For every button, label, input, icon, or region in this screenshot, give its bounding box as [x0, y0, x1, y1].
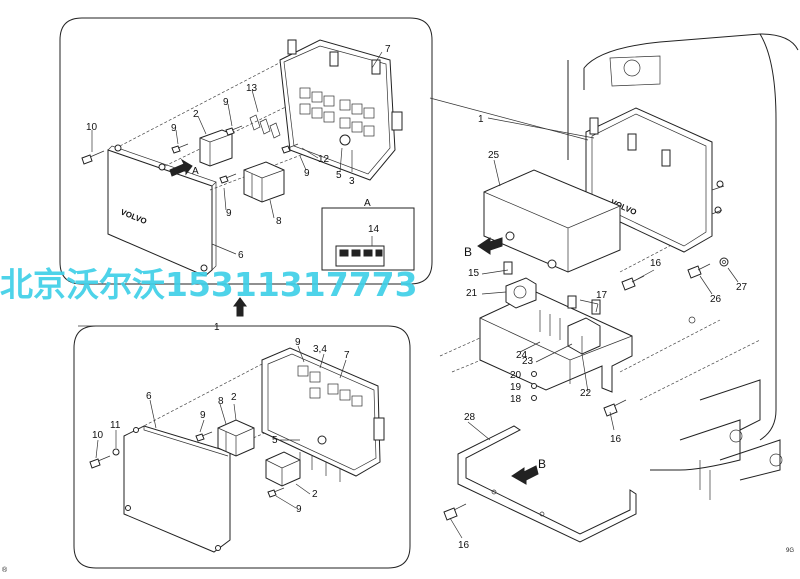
bracket-7-bottom [261, 347, 385, 482]
callout-9-top-c: 9 [304, 168, 310, 179]
view-a-label: A [364, 198, 371, 209]
callout-13: 13 [246, 83, 258, 94]
cover-25 [483, 169, 621, 273]
watermark-text: 北京沃尔沃15311317773 [0, 265, 418, 304]
callout-21: 21 [466, 288, 478, 299]
callout-20: 20 [510, 370, 522, 381]
callout-9-top-a: 9 [223, 97, 229, 108]
fuse-box-7 [279, 39, 403, 181]
top-callouts: 7 13 2 9 9 10 12 5 3 9 9 8 6 A A 14 [86, 44, 391, 261]
callout-18: 18 [510, 394, 522, 405]
callout-15: 15 [468, 268, 480, 279]
bolts-bottom [89, 431, 285, 498]
callout-10-top: 10 [86, 122, 98, 133]
callout-b-2: B [538, 457, 546, 471]
cover-6-bottom [123, 425, 231, 553]
callout-16-a: 16 [650, 258, 662, 269]
callout-3-4: 3,4 [313, 344, 327, 355]
top-detail-panel: VOLVO [59, 17, 433, 285]
main-installation-view: VOLVO [429, 33, 799, 543]
callout-6-bottom: 6 [146, 391, 152, 402]
callout-1-main: 1 [478, 114, 484, 125]
callout-9-top-d: 9 [226, 208, 232, 219]
callout-11: 11 [110, 420, 121, 431]
callout-1-bottom: 1 [214, 322, 220, 333]
callout-17: 17 [596, 290, 608, 301]
callout-arrow-a: A [192, 166, 199, 177]
relays-8-2-bottom [217, 419, 301, 487]
callout-7-top: 7 [385, 44, 391, 55]
bottom-callouts: 1 9 3,4 7 6 8 2 9 10 11 5 2 9 [92, 322, 350, 515]
callout-b-1: B [464, 245, 472, 259]
relay-2-top [199, 129, 233, 167]
callout-9-top-b: 9 [171, 123, 177, 134]
callout-5-bottom: 5 [272, 435, 278, 446]
callout-7-bottom: 7 [344, 350, 350, 361]
callout-26: 26 [710, 294, 722, 305]
panel-link-arrow [233, 297, 247, 317]
callout-22: 22 [580, 388, 592, 399]
callout-2-bottom-b: 2 [312, 489, 318, 500]
view-b-arrow-1 [477, 237, 503, 255]
callout-14: 14 [368, 224, 380, 235]
view-b-arrow-2 [511, 465, 539, 485]
relay-8-top [243, 161, 285, 203]
callout-25: 25 [488, 150, 500, 161]
callout-12: 12 [318, 154, 330, 165]
callout-10-bottom: 10 [92, 430, 104, 441]
callout-3-top: 3 [349, 176, 355, 187]
callout-8-top: 8 [276, 216, 282, 227]
callout-16-c: 16 [458, 540, 470, 551]
corner-mark: ® [2, 567, 8, 574]
callout-23: 23 [522, 356, 534, 367]
callout-19: 19 [510, 382, 522, 393]
view-a-detail [321, 207, 415, 271]
callout-5-top: 5 [336, 170, 342, 181]
callout-9-bottom-a: 9 [200, 410, 206, 421]
mounting-plate-24 [479, 277, 633, 393]
main-callouts: 1 25 B 16 15 21 26 27 17 24 23 20 19 18 … [458, 114, 748, 551]
bottom-detail-panel [73, 325, 411, 569]
bolts-top [81, 125, 299, 184]
fasteners-main [443, 257, 729, 521]
callout-16-b: 16 [610, 434, 622, 445]
cover-plate-6: VOLVO [107, 144, 217, 277]
callout-27: 27 [736, 282, 748, 293]
callout-6-top: 6 [238, 250, 244, 261]
cover-28 [457, 425, 637, 543]
callout-24: 24 [516, 350, 528, 361]
callout-9-bottom-b: 9 [296, 504, 302, 515]
callout-8-bottom: 8 [218, 396, 224, 407]
code-mark: 9G [786, 548, 795, 554]
callout-9-bottom-top: 9 [295, 337, 301, 348]
callout-2-bottom-a: 2 [231, 392, 237, 403]
fuses-13 [249, 114, 281, 139]
callout-28: 28 [464, 412, 476, 423]
callout-2-top: 2 [193, 109, 199, 120]
